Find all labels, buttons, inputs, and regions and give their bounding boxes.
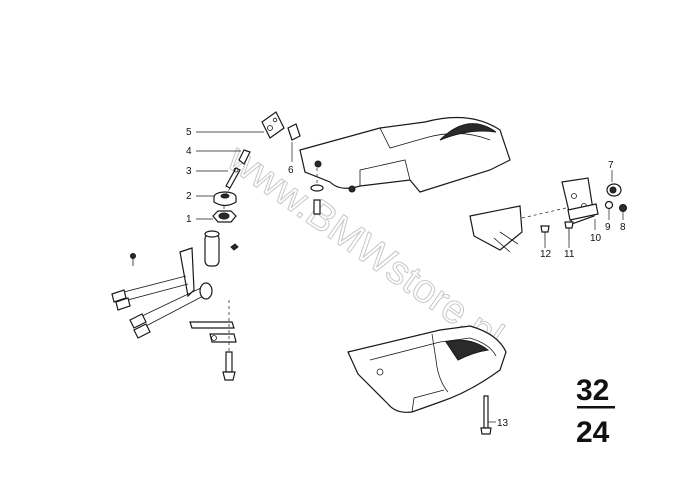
callout-1: 1 (186, 214, 192, 225)
callout-8: 8 (620, 222, 626, 233)
callout-6: 6 (288, 165, 294, 176)
callout-9: 9 (605, 222, 611, 233)
group-number-top: 32 (576, 374, 609, 407)
group-divider (577, 406, 615, 409)
callout-13: 13 (497, 418, 509, 429)
callout-5: 5 (186, 127, 192, 138)
center-screw[interactable] (310, 168, 324, 215)
callout-10: 10 (590, 233, 602, 244)
part-3-rod[interactable] (225, 167, 241, 189)
part-2-bushing[interactable] (213, 191, 237, 207)
callout-11: 11 (564, 249, 575, 260)
part-11-screw[interactable] (564, 221, 574, 240)
part-6-gasket[interactable] (287, 123, 301, 141)
lower-column-cover[interactable] (347, 325, 507, 413)
part-12-screw[interactable] (540, 225, 550, 240)
upper-column-cover[interactable] (299, 116, 511, 193)
bracket-assembly[interactable] (469, 177, 599, 253)
switch-body (204, 230, 239, 267)
wiring-harness (111, 247, 213, 339)
group-number-bottom: 24 (576, 416, 610, 449)
part-13-screw[interactable] (480, 395, 492, 435)
lower-linkage (189, 300, 237, 381)
callout-4: 4 (186, 146, 192, 157)
part-4-link[interactable] (238, 149, 251, 165)
part-1-nut[interactable] (212, 210, 237, 223)
callout-12: 12 (540, 249, 552, 260)
callout-7: 7 (608, 160, 614, 171)
part-5-plate[interactable] (261, 111, 285, 139)
callout-2: 2 (186, 191, 192, 202)
callout-3: 3 (186, 166, 192, 177)
part-7-bushing[interactable] (606, 183, 622, 197)
part-9-washer[interactable] (604, 200, 614, 210)
part-8-nut[interactable] (619, 204, 627, 212)
